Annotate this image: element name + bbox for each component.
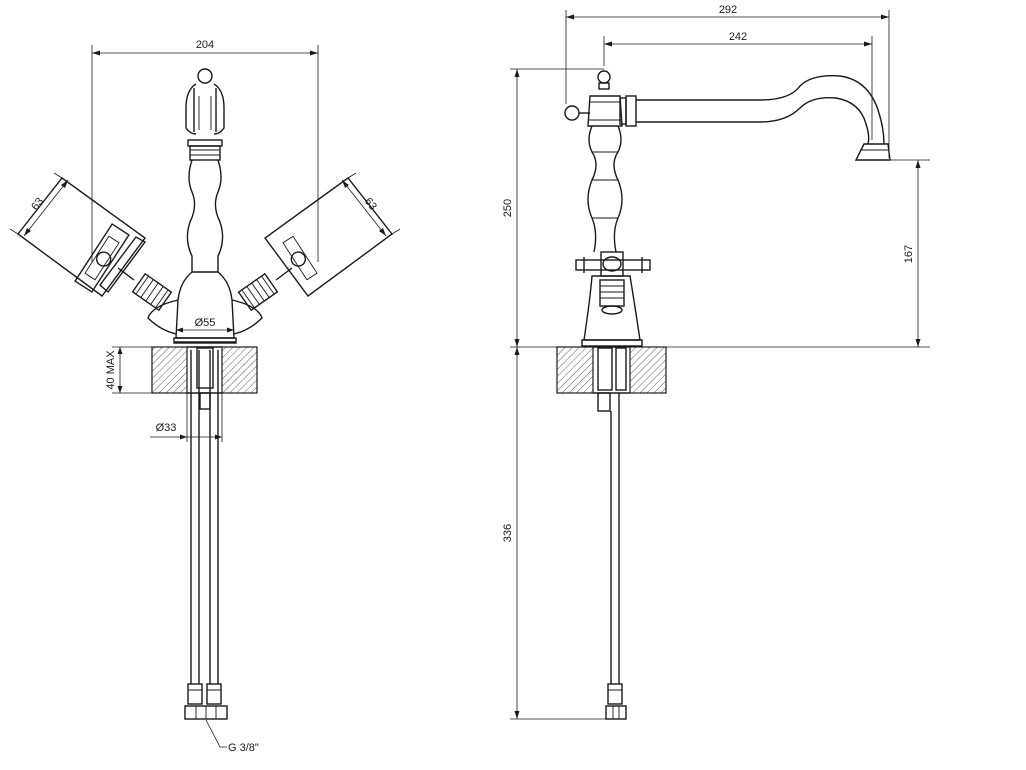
side-faucet-body	[564, 70, 891, 347]
dim-right-handle-label: 63	[362, 196, 379, 213]
right-handle	[237, 177, 393, 312]
dim-deck-thickness-label: 40 MAX	[105, 350, 117, 390]
left-handle-dimension: 63	[9, 172, 69, 237]
front-width-dimension: 204	[91, 39, 319, 262]
dim-spout-reach-label: 242	[729, 31, 747, 43]
connection-label: G 3/8"	[228, 742, 259, 754]
deck-thickness-dimension: 40 MAX	[105, 346, 152, 394]
dim-hose-length-label: 336	[502, 524, 514, 542]
dim-hole-diameter-label: Ø33	[156, 422, 177, 434]
total-reach-dimension: 292	[565, 4, 890, 158]
front-faucet-body	[147, 68, 263, 344]
hole-diameter-dimension: Ø33	[150, 393, 223, 442]
dim-base-diameter-label: Ø55	[195, 317, 216, 329]
front-view: 204	[9, 39, 401, 754]
front-deck-section	[151, 346, 258, 410]
right-handle-dimension: 63	[341, 172, 401, 237]
dim-width-label: 204	[196, 39, 214, 51]
hose-length-dimension: 336	[502, 347, 606, 720]
base-diameter-dimension: Ø55	[176, 317, 234, 333]
dim-spout-height-label: 167	[903, 245, 915, 263]
spout-reach-dimension: 242	[603, 31, 873, 140]
left-handle	[17, 177, 173, 312]
front-supply-hoses	[184, 350, 228, 720]
connection-leader: G 3/8"	[205, 719, 259, 754]
dim-total-height-label: 250	[502, 199, 514, 217]
dim-left-handle-label: 63	[29, 196, 46, 213]
dim-total-reach-label: 292	[719, 4, 737, 16]
total-height-dimension: 250	[502, 68, 604, 347]
side-deck-section	[556, 346, 667, 412]
side-supply-hose	[605, 393, 627, 720]
side-view: 292 242 250 167	[502, 4, 930, 720]
spout-height-dimension: 167	[886, 159, 930, 347]
